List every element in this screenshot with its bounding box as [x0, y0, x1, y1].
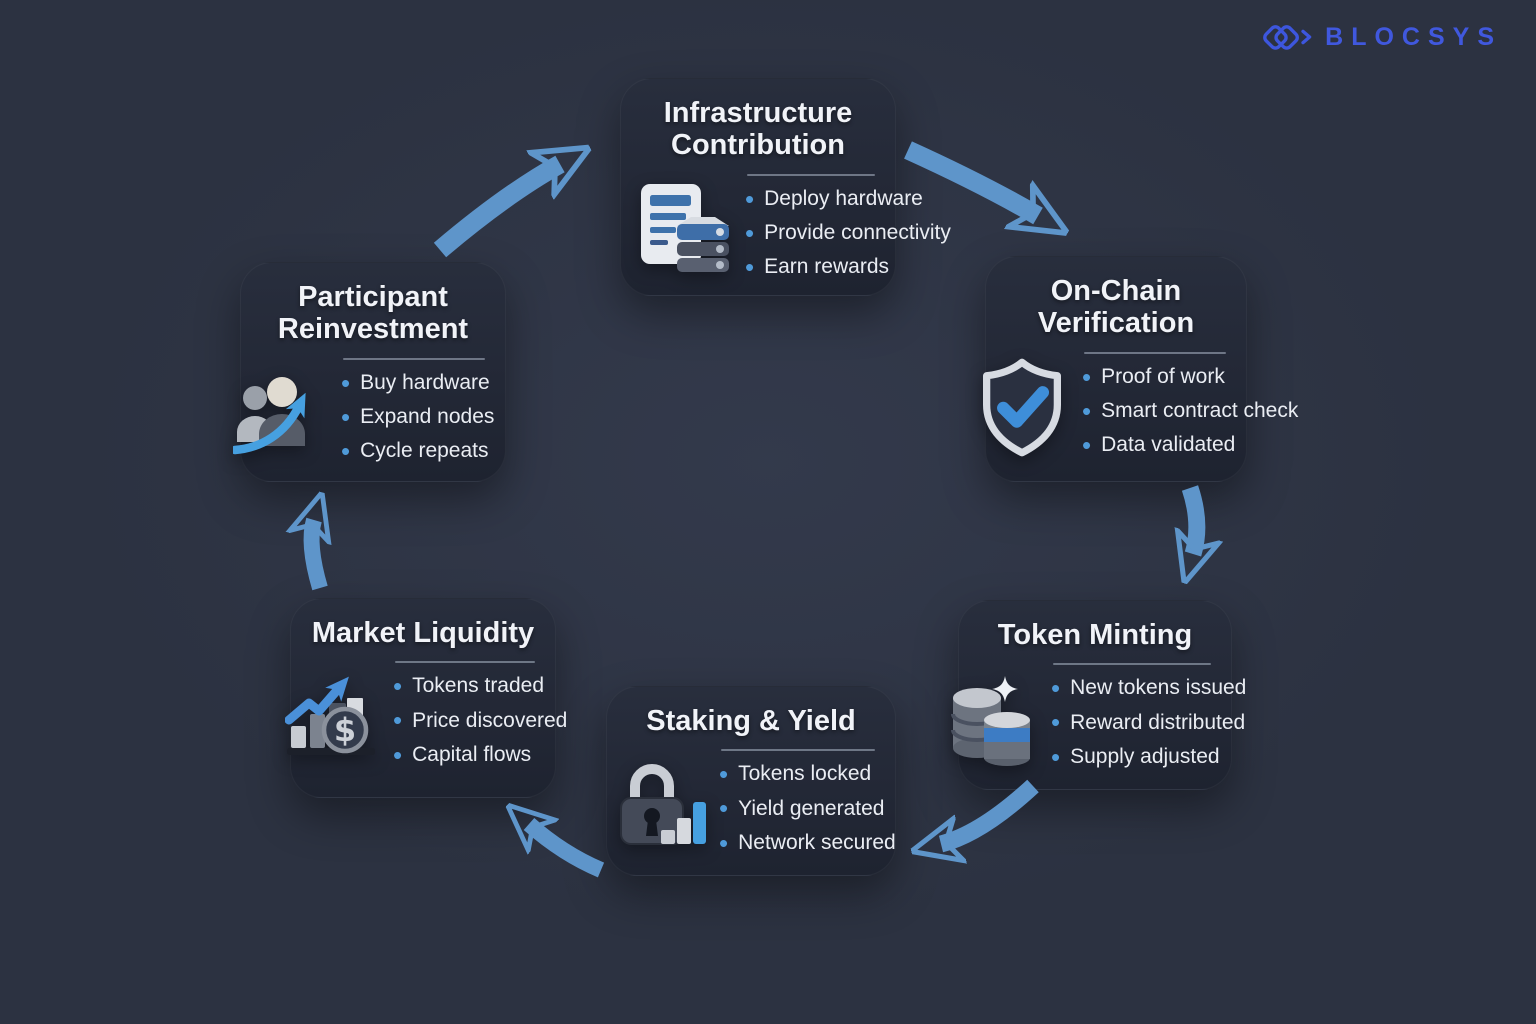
node-participant-reinvestment: Participant Reinvestment	[233, 262, 506, 482]
blocsys-diamonds-icon	[1263, 25, 1312, 50]
bullet-dot: •	[719, 793, 729, 824]
bullet-dot: •	[341, 367, 351, 398]
bullet-dot: •	[1051, 673, 1061, 704]
bullet-text: Supply adjusted	[1070, 744, 1220, 768]
people-growth-icon	[233, 364, 333, 464]
shield-check-icon	[970, 356, 1074, 460]
node-market-liquidity: Market Liquidity $	[285, 598, 567, 798]
bullet-text: Tokens traded	[412, 674, 545, 698]
chart-dollar-icon: $	[285, 668, 385, 768]
bullet-item: • Yield generated	[719, 793, 884, 824]
title-divider	[1084, 351, 1226, 354]
svg-text:$: $	[334, 711, 356, 749]
bullet-text: Data validated	[1101, 433, 1236, 457]
node-title: Token Minting	[997, 619, 1193, 651]
bullet-dot: •	[719, 759, 729, 790]
node-title: Staking & Yield	[646, 705, 856, 737]
bullet-dot: •	[341, 401, 351, 432]
bullet-text: Price discovered	[412, 708, 568, 732]
bullet-item: • Price discovered	[393, 705, 567, 736]
arrow-infrastructure-to-verification	[904, 141, 1080, 254]
bullet-dot: •	[393, 739, 403, 770]
bullet-item: • Cycle repeats	[341, 436, 489, 467]
bullet-text: Expand nodes	[360, 405, 495, 429]
bullet-item: • Capital flows	[393, 742, 537, 768]
bullet-text: Yield generated	[738, 796, 885, 820]
title-divider	[721, 749, 875, 752]
bullet-text: Deploy hardware	[764, 186, 923, 210]
bullet-item: • Deploy hardware	[745, 183, 923, 214]
node-infrastructure-contribution: Infrastructure Contribution	[620, 78, 951, 296]
bullet-text: Provide connectivity	[764, 221, 951, 245]
node-token-minting: Token Minting	[951, 600, 1246, 790]
node-staking-yield: Staking & Yield • Tokens locked • Yield ge…	[606, 686, 896, 876]
bullet-text: New tokens issued	[1070, 676, 1247, 700]
bullet-dot: •	[1082, 430, 1092, 461]
document-server-icon	[637, 180, 737, 280]
arrow-liquidity-to-reinvestment	[280, 478, 354, 591]
arrow-verification-to-minting	[1150, 485, 1228, 598]
node-title: Market Liquidity	[311, 617, 535, 649]
bullet-text: Tokens locked	[738, 762, 872, 786]
padlock-bars-icon	[611, 756, 711, 856]
bullet-dot: •	[745, 183, 755, 214]
brand-name: BLOCSYS	[1325, 22, 1502, 51]
arrow-minting-to-staking	[893, 779, 1039, 868]
bullet-dot: •	[1051, 707, 1061, 738]
bullet-dot: •	[1051, 741, 1061, 772]
bullet-item: • Data validated	[1082, 430, 1235, 461]
bullet-text: Earn rewards	[764, 255, 889, 279]
bullet-list: • Tokens locked • Yield generated • Network…	[719, 761, 896, 858]
bullet-list: • Deploy hardware • Provide connectivity •…	[745, 183, 951, 283]
bullet-item: • Smart contract check	[1082, 395, 1298, 426]
title-divider	[747, 173, 875, 176]
bullet-list: • Buy hardware • Expand nodes • Cycle repea…	[341, 367, 494, 467]
arrow-reinvestment-to-infrastructure	[433, 126, 623, 258]
bullet-text: Cycle repeats	[360, 439, 489, 463]
node-title: Infrastructure Contribution	[663, 97, 853, 162]
coin-stacks-sparkle-icon	[943, 670, 1043, 770]
title-divider	[395, 661, 535, 664]
bullet-text: Buy hardware	[360, 370, 490, 394]
bullet-text: Reward distributed	[1070, 710, 1246, 734]
title-divider	[1053, 663, 1211, 666]
bullet-text: Capital flows	[412, 742, 532, 766]
bullet-text: Smart contract check	[1101, 399, 1299, 423]
bullet-item: • Reward distributed	[1051, 707, 1245, 738]
bullet-item: • Earn rewards	[745, 252, 889, 283]
bullet-item: • Provide connectivity	[745, 217, 951, 248]
node-title: Participant Reinvestment	[277, 281, 469, 346]
bullet-list: • Tokens traded • Price discovered • Capita…	[393, 671, 567, 768]
node-title: On-Chain Verification	[1037, 275, 1195, 340]
bullet-list: • Proof of work • Smart contract check • Da…	[1082, 364, 1298, 461]
bullet-item: • Expand nodes	[341, 401, 494, 432]
bullet-dot: •	[393, 705, 403, 736]
bullet-item: • Network secured	[719, 827, 896, 858]
bullet-dot: •	[1082, 395, 1092, 426]
node-on-chain-verification: On-Chain Verification • Proof of work • Sm…	[983, 256, 1298, 482]
bullet-dot: •	[1082, 361, 1092, 392]
bullet-text: Network secured	[738, 830, 896, 854]
bullet-list: • New tokens issued • Reward distributed •…	[1051, 673, 1246, 772]
title-divider	[343, 357, 485, 360]
bullet-item: • Tokens locked	[719, 761, 877, 787]
bullet-dot: •	[341, 436, 351, 467]
bullet-item: • Supply adjusted	[1051, 741, 1220, 772]
bullet-item: • Tokens traded	[393, 671, 544, 702]
bullet-item: • Buy hardware	[341, 367, 490, 398]
arrow-staking-to-liquidity	[497, 794, 605, 878]
bullet-item: • New tokens issued	[1051, 673, 1246, 704]
brand-logo: BLOCSYS	[1260, 16, 1502, 58]
bullet-dot: •	[745, 217, 755, 248]
bullet-item: • Proof of work	[1082, 364, 1228, 390]
bullet-text: Proof of work	[1101, 364, 1225, 388]
bullet-dot: •	[719, 827, 729, 858]
bullet-dot: •	[745, 252, 755, 283]
bullet-dot: •	[393, 671, 403, 702]
